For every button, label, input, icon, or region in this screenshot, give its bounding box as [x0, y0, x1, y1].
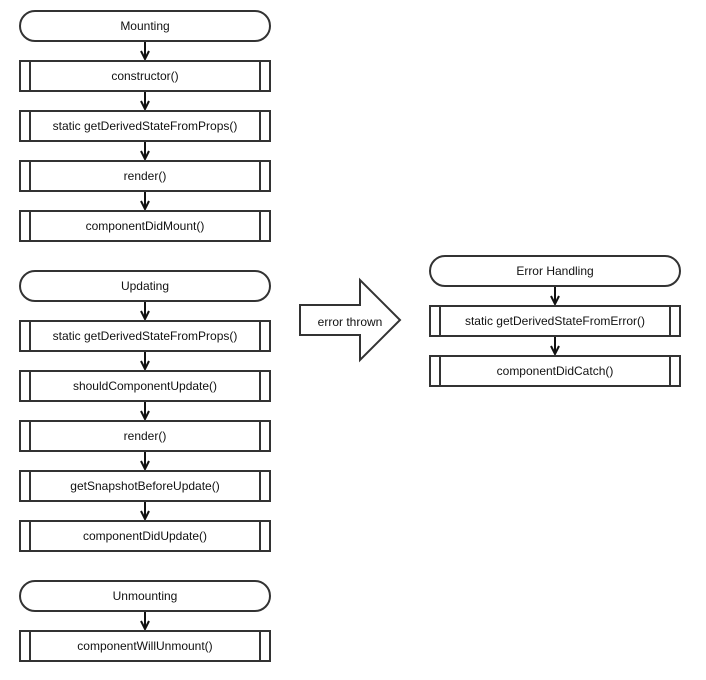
updating-step-componentdidupdate: componentDidUpdate() — [19, 520, 271, 552]
updating-step-getsnapshotbeforeupdate: getSnapshotBeforeUpdate() — [19, 470, 271, 502]
mounting-step-componentdidmount: componentDidMount() — [19, 210, 271, 242]
error-thrown-label: error thrown — [317, 315, 383, 329]
updating-step-getderivedstatefromprops: static getDerivedStateFromProps() — [19, 320, 271, 352]
mounting-step-getderivedstatefromprops: static getDerivedStateFromProps() — [19, 110, 271, 142]
mounting-title: Mounting — [19, 10, 271, 42]
mounting-step-render: render() — [19, 160, 271, 192]
updating-step-render: render() — [19, 420, 271, 452]
error-handling-title: Error Handling — [429, 255, 681, 287]
error-step-componentdidcatch: componentDidCatch() — [429, 355, 681, 387]
error-thrown-big-arrow — [299, 277, 402, 363]
updating-step-shouldcomponentupdate: shouldComponentUpdate() — [19, 370, 271, 402]
unmounting-title: Unmounting — [19, 580, 271, 612]
updating-title: Updating — [19, 270, 271, 302]
unmounting-step-componentwillunmount: componentWillUnmount() — [19, 630, 271, 662]
error-step-getderivedstatefromerror: static getDerivedStateFromError() — [429, 305, 681, 337]
mounting-step-constructor: constructor() — [19, 60, 271, 92]
